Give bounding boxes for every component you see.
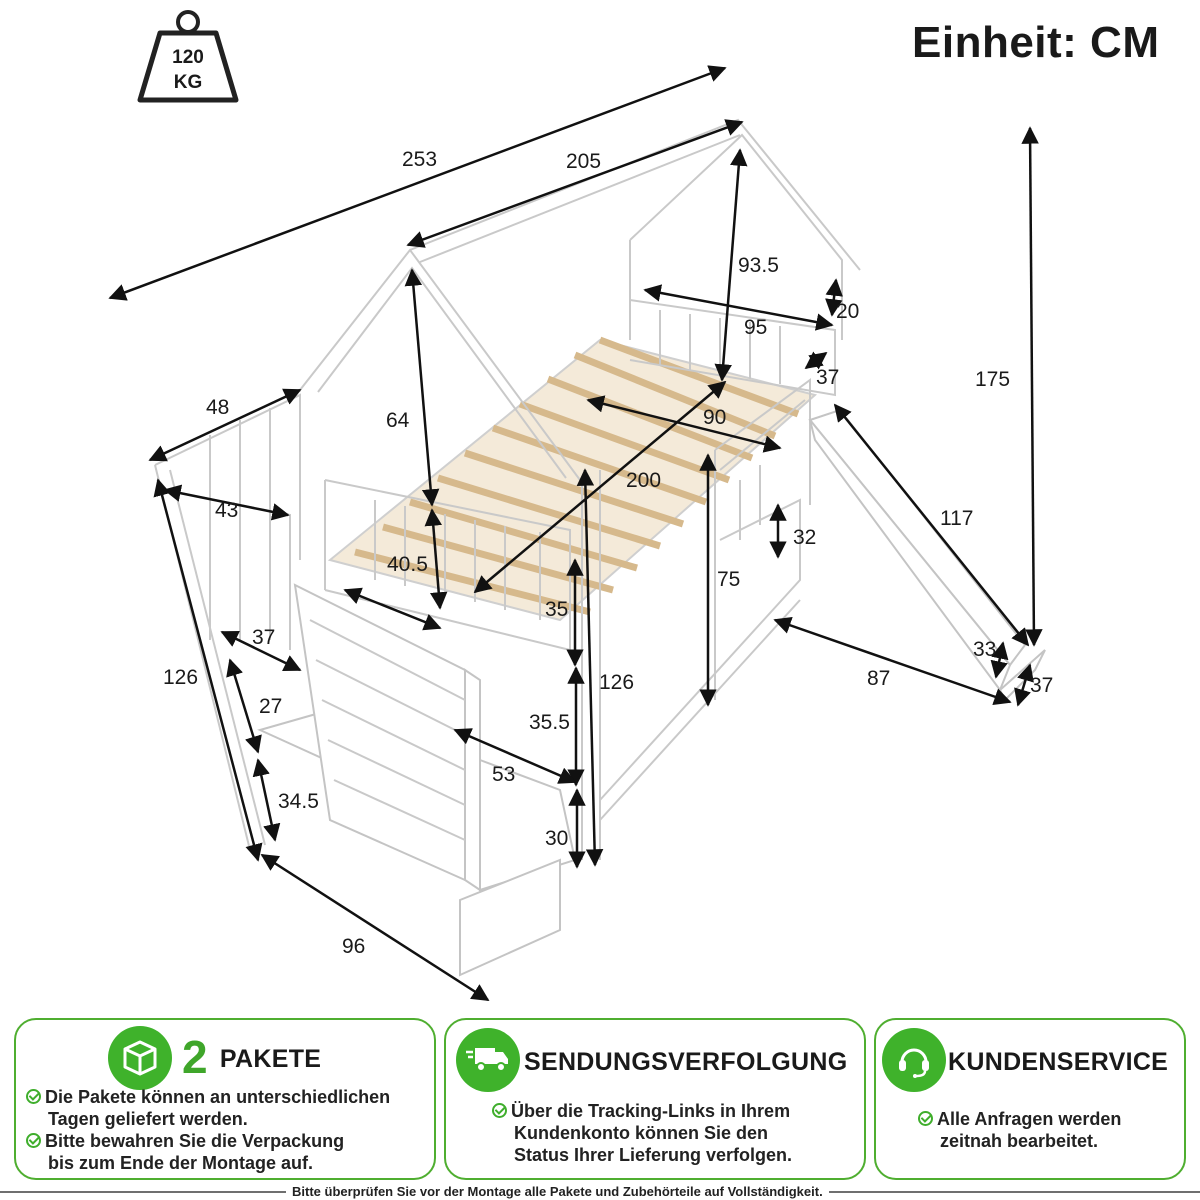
footer: Bitte überprüfen Sie vor der Montage all… [0, 1184, 1200, 1200]
unit-label: Einheit: CM [912, 18, 1160, 67]
tracking-line-1: Über die Tracking-Links in Ihrem [492, 1100, 790, 1122]
packages-heading: 2 PAKETE [182, 1030, 321, 1084]
dimension-labels: 253 205 93.5 95 20 37 90 175 48 64 43 20… [163, 148, 1053, 958]
dim-stair-step-height: 27 [259, 695, 282, 718]
dim-shelf-height: 35.5 [529, 711, 570, 734]
check-icon [492, 1103, 507, 1118]
weight-unit: KG [174, 72, 203, 93]
packages-title: PAKETE [219, 1045, 322, 1073]
tracking-card: SENDUNGSVERFOLGUNG Über die Tracking-Lin… [444, 1018, 866, 1180]
dim-right-post-height: 126 [599, 671, 634, 694]
dim-top-depth: 48 [206, 396, 229, 419]
dim-bed-width: 90 [703, 406, 726, 429]
dim-slide-edge-height: 33 [973, 638, 996, 661]
dim-total-height: 175 [975, 368, 1010, 391]
footer-note: Bitte überprüfen Sie vor der Montage all… [286, 1184, 829, 1199]
headset-icon [882, 1028, 946, 1092]
tracking-title: SENDUNGSVERFOLGUNG [524, 1048, 848, 1076]
service-line-2: zeitnah bearbeitet. [940, 1131, 1099, 1151]
bed-illustration [154, 118, 1046, 977]
dim-slide-length: 117 [940, 507, 973, 530]
dim-stair-depth: 96 [342, 935, 365, 958]
check-icon [26, 1089, 41, 1104]
dim-slide-foot-depth: 87 [867, 667, 890, 690]
dim-side-rail-height: 32 [793, 526, 816, 549]
weight-icon: 120 KG [137, 10, 239, 103]
slide [808, 408, 1046, 702]
dim-slide-foot-width: 37 [1030, 674, 1053, 697]
dim-stair-bottom-height: 34.5 [278, 790, 319, 813]
dimension-lines [108, 65, 1043, 1002]
dim-slide-gap: 37 [816, 366, 839, 389]
package-icon [108, 1026, 172, 1090]
packages-card: 2 PAKETE Die Pakete können an unterschied… [14, 1018, 436, 1180]
packages-line-3: Bitte bewahren Sie die Verpackung [26, 1130, 344, 1152]
packages-line-1: Die Pakete können an unterschiedlichen [26, 1086, 390, 1108]
staircase [293, 583, 577, 977]
dim-shelf-depth: 53 [492, 763, 515, 786]
dim-back-rail-height: 20 [836, 300, 859, 323]
weight-value: 120 [172, 47, 204, 68]
dim-roof-height: 93.5 [738, 254, 779, 277]
dim-left-post-height: 126 [163, 666, 198, 689]
dim-drawer-height: 30 [545, 827, 568, 850]
service-title: KUNDENSERVICE [948, 1048, 1169, 1076]
dim-roof-post-height: 64 [386, 409, 410, 432]
check-icon [26, 1133, 41, 1148]
dim-mattress-length: 200 [626, 469, 661, 492]
dim-back-rail-width: 95 [744, 316, 767, 339]
dim-stair-top-width: 43 [215, 499, 238, 522]
dim-guard-height: 40.5 [387, 553, 428, 576]
packages-count: 2 [182, 1031, 208, 1083]
dim-stair-step-width: 37 [252, 626, 275, 649]
service-card: KUNDENSERVICE Alle Anfragen werden zeitn… [874, 1018, 1186, 1180]
delivery-truck-icon [456, 1028, 520, 1092]
service-line-1: Alle Anfragen werden [918, 1108, 1121, 1130]
dim-front-rail-height: 35 [545, 598, 568, 621]
bed-dimension-diagram: 120 KG [108, 10, 1053, 1002]
dim-overall-length: 253 [402, 148, 437, 171]
tracking-line-3: Status Ihrer Lieferung verfolgen. [514, 1145, 793, 1165]
packages-line-4: bis zum Ende der Montage auf. [48, 1153, 314, 1173]
check-icon [918, 1111, 933, 1126]
tracking-line-2: Kundenkonto können Sie den [514, 1123, 769, 1143]
packages-line-2: Tagen geliefert werden. [48, 1109, 248, 1129]
dim-under-clearance: 75 [717, 568, 740, 591]
dim-roof-length: 205 [566, 150, 601, 173]
